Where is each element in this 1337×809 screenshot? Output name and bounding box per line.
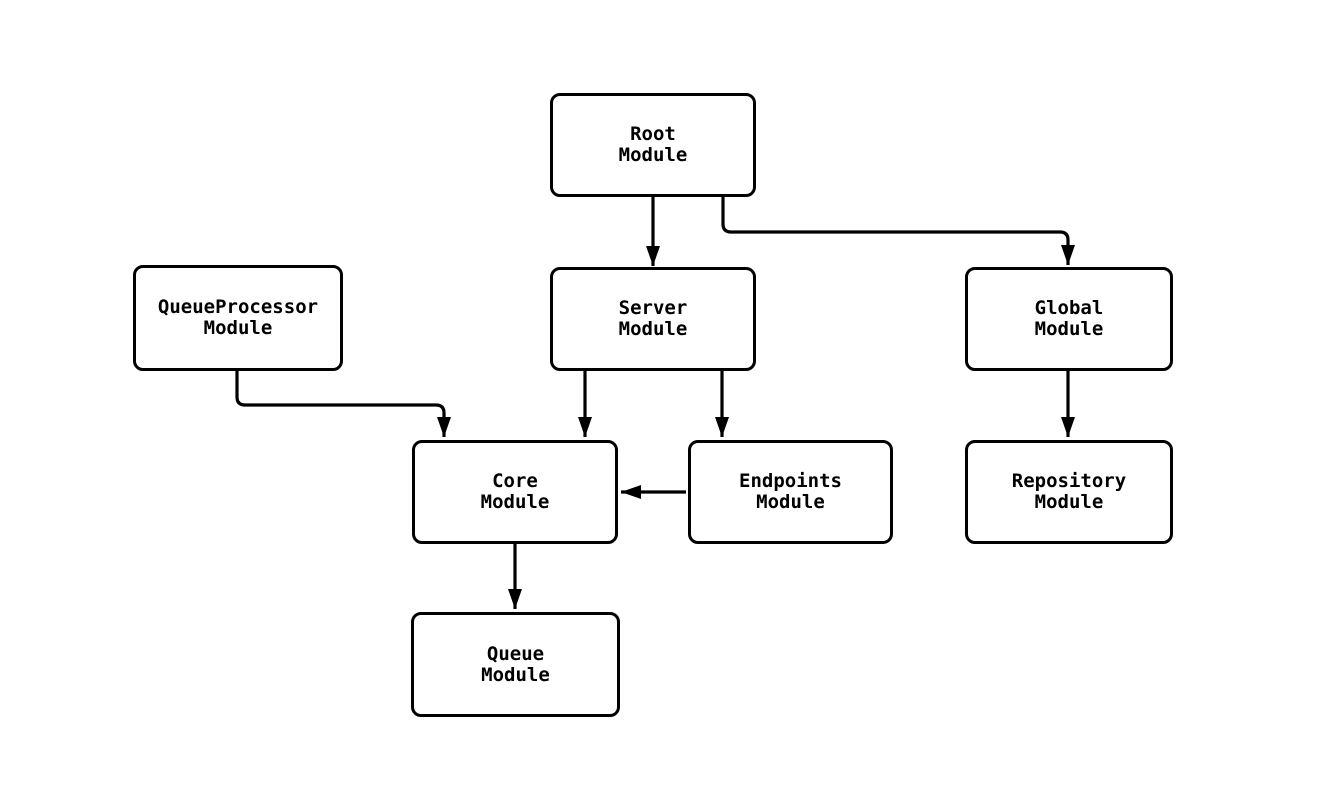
node-repository-module: Repository Module	[965, 440, 1173, 544]
node-queue-module: Queue Module	[411, 612, 620, 717]
node-label-global: Global Module	[1034, 297, 1104, 340]
node-label-endpoints: Endpoints Module	[739, 470, 842, 513]
node-label-queue: Queue Module	[481, 642, 550, 686]
node-label-repository: Repository Module	[1011, 470, 1127, 513]
node-core-module: Core Module	[412, 440, 618, 544]
node-root-module: Root Module	[550, 93, 756, 197]
node-server-module: Server Module	[550, 267, 756, 371]
node-endpoints-module: Endpoints Module	[688, 440, 893, 544]
node-label-server: Server Module	[618, 297, 688, 340]
edge-root-to-global	[721, 197, 1075, 265]
node-label-queueprocessor: QueueProcessor Module	[157, 296, 319, 339]
node-global-module: Global Module	[965, 267, 1173, 371]
node-queueprocessor-module: QueueProcessor Module	[133, 265, 343, 371]
edges-group	[235, 197, 1075, 609]
node-label-root: Root Module	[618, 123, 688, 166]
node-label-core: Core Module	[480, 470, 550, 513]
edge-queueprocessor-to-core	[235, 371, 451, 437]
